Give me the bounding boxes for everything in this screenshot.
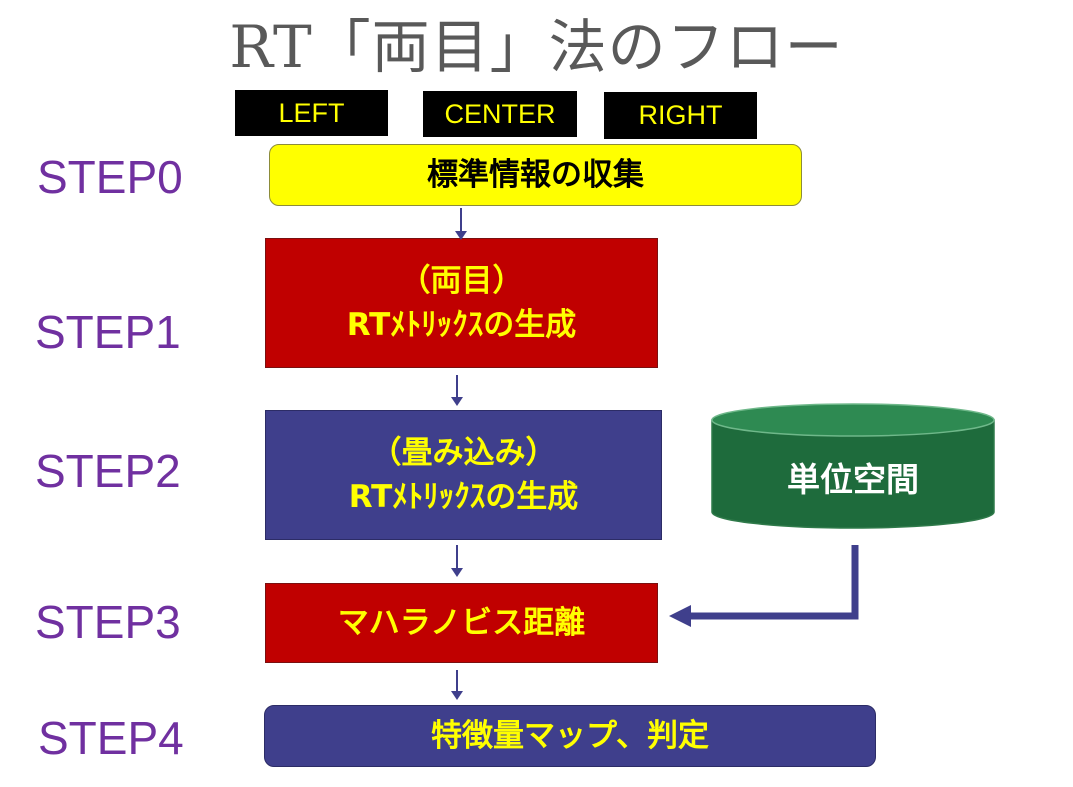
- step4-box: 特徴量マップ、判定: [264, 705, 876, 767]
- step1-text-line2: RTﾒﾄﾘｯｸｽの生成: [346, 307, 577, 343]
- step2-text-line2: RTﾒﾄﾘｯｸｽの生成: [348, 479, 579, 515]
- arrow-step3-to-step4: [451, 670, 463, 700]
- page-title: RT「両目」法のフロー: [229, 13, 844, 81]
- step-label-0: STEP0: [37, 151, 183, 203]
- step2-text-line1: （畳み込み）: [370, 435, 557, 471]
- arrow-step1-to-step2: [451, 375, 463, 406]
- step3-box: マハラノビス距離: [265, 583, 658, 663]
- step1-text-line1: （両目）: [399, 263, 524, 299]
- arrow-step2-to-step3: [451, 545, 463, 577]
- step1-box: （両目） RTﾒﾄﾘｯｸｽの生成: [265, 238, 658, 368]
- header-center: CENTER: [423, 91, 577, 137]
- arrow-unit-space-to-step3: [669, 545, 859, 627]
- step-label-4: STEP4: [38, 712, 184, 764]
- step-label-1: STEP1: [35, 306, 181, 358]
- step0-box: 標準情報の収集: [269, 144, 802, 206]
- arrow-step0-to-step1: [455, 208, 467, 240]
- unit-space-label: 単位空間: [787, 460, 919, 499]
- header-left: LEFT: [235, 90, 388, 136]
- header-right: RIGHT: [604, 92, 757, 139]
- step3-text: マハラノビス距離: [337, 605, 586, 641]
- step2-box: （畳み込み） RTﾒﾄﾘｯｸｽの生成: [265, 410, 662, 540]
- step0-text: 標準情報の収集: [427, 157, 644, 193]
- step4-text: 特徴量マップ、判定: [430, 718, 710, 754]
- step-label-3: STEP3: [35, 596, 181, 648]
- step-label-2: STEP2: [35, 445, 181, 497]
